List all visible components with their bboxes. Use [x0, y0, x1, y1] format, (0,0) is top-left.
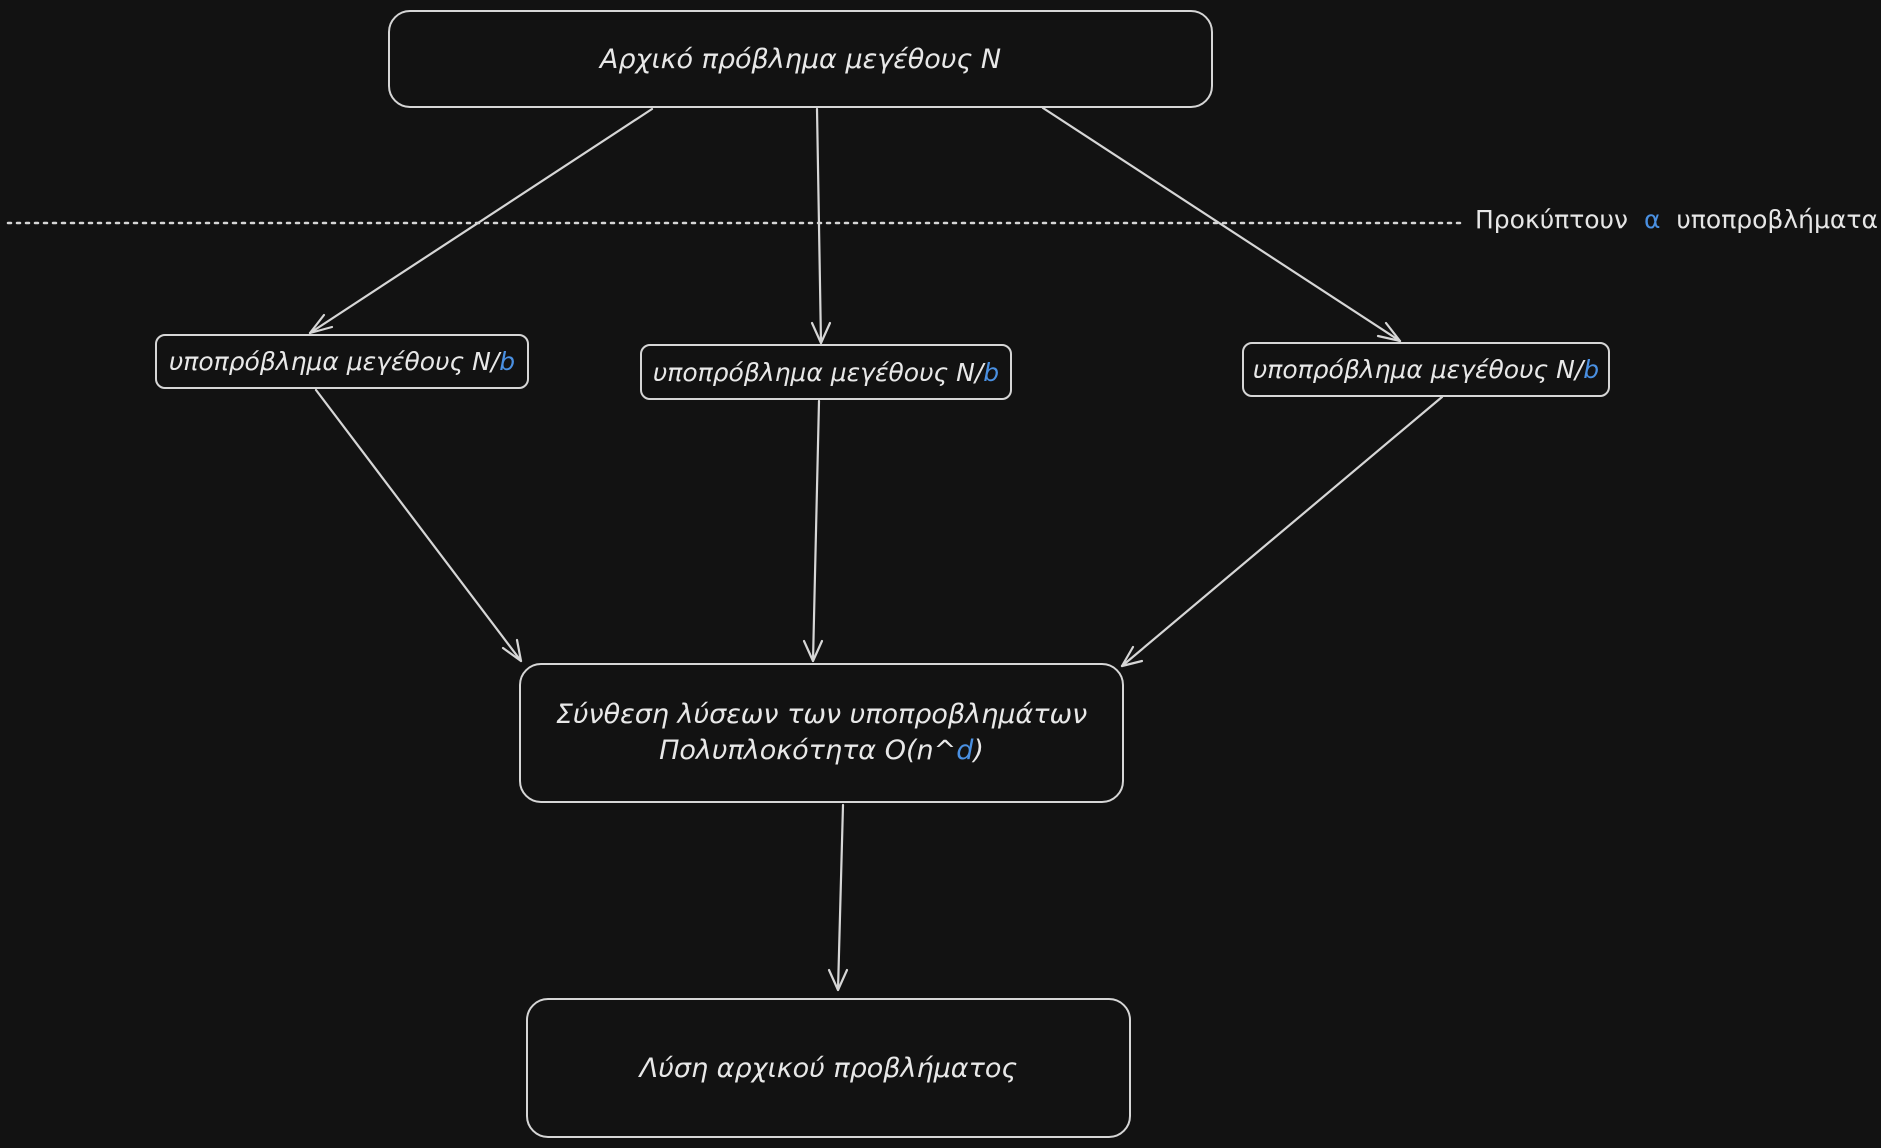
subproblem-count-annotation: Προκύπτουν α υποπροβλήματα: [1475, 205, 1878, 234]
combine-node-complexity-close: ): [973, 735, 984, 766]
annotation-suffix: υποπροβλήματα: [1676, 205, 1878, 234]
combine-node-line1: Σύνθεση λύσεων των υποπροβλημάτων: [555, 699, 1088, 730]
solution-node: Λύση αρχικού προβλήματος: [526, 998, 1131, 1138]
subproblem-node-2-var: b: [983, 357, 1000, 387]
annotation-var-a: α: [1643, 205, 1661, 234]
combine-node-line2: Πολυπλοκότητα O(n^d): [659, 733, 984, 769]
edge-sub1-combine: [314, 388, 523, 663]
root-node-label: Αρχικό πρόβλημα μεγέθους N: [599, 43, 1002, 75]
edge-combine-solution: [827, 803, 849, 992]
subproblem-node-2-label: υποπρόβλημα μεγέθους N/: [652, 357, 984, 387]
root-node: Αρχικό πρόβλημα μεγέθους N: [388, 10, 1213, 108]
subproblem-node-1-var: b: [499, 347, 516, 376]
subproblem-node-3-label: υποπρόβλημα μεγέθους N/: [1252, 355, 1584, 384]
edge-root-sub3: [1041, 106, 1402, 343]
combine-node: Σύνθεση λύσεων των υποπροβλημάτων Πολυπλ…: [519, 663, 1124, 803]
edge-sub3-combine: [1120, 395, 1444, 668]
solution-node-label: Λύση αρχικού προβλήματος: [639, 1052, 1018, 1084]
annotation-prefix: Προκύπτουν: [1475, 205, 1628, 234]
combine-node-var-d: d: [956, 735, 974, 766]
subproblem-node-3: υποπρόβλημα μεγέθους N/b: [1242, 342, 1610, 397]
combine-node-complexity: Πολυπλοκότητα O(n^: [659, 735, 957, 766]
edge-root-sub2: [810, 107, 832, 345]
edge-sub2-combine: [802, 399, 824, 663]
subproblem-node-2: υποπρόβλημα μεγέθους N/b: [640, 344, 1012, 400]
subproblem-node-1-label: υποπρόβλημα μεγέθους N/: [168, 347, 500, 376]
subproblem-node-3-var: b: [1583, 355, 1600, 384]
edge-root-sub1: [308, 107, 654, 335]
subproblem-node-1: υποπρόβλημα μεγέθους N/b: [155, 334, 529, 389]
